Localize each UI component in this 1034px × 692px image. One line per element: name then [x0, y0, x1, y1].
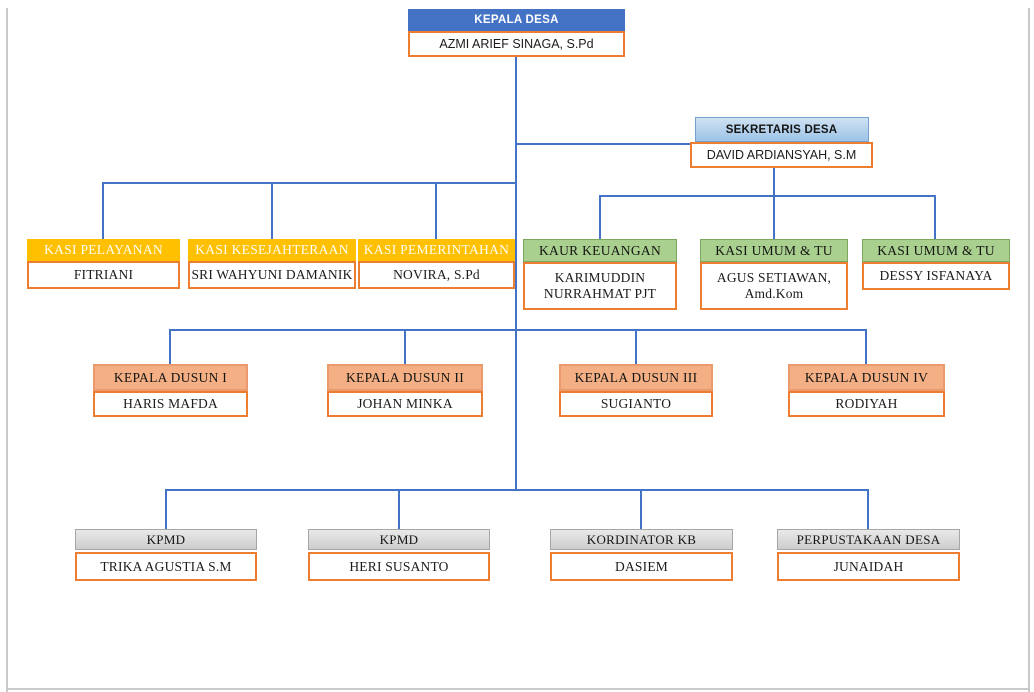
connector-drop	[867, 489, 869, 530]
connector-drop	[435, 182, 437, 240]
connector-drop	[404, 329, 406, 365]
node-name: DASIEM	[550, 552, 733, 581]
connector-drop	[169, 329, 171, 365]
node-title: KEPALA DUSUN I	[93, 364, 248, 391]
node-title: KASI PELAYANAN	[27, 239, 180, 261]
node-title: KASI UMUM & TU	[700, 239, 848, 262]
node-title: KASI KESEJAHTERAAN	[188, 239, 356, 261]
node-name: SRI WAHYUNI DAMANIK	[188, 261, 356, 289]
node-name: HARIS MAFDA	[93, 391, 248, 417]
org-node-kasi-kesejahteraan: KASI KESEJAHTERAAN SRI WAHYUNI DAMANIK	[188, 239, 356, 289]
org-node-kpmd-1: KPMD TRIKA AGUSTIA S.M	[75, 529, 257, 581]
node-title: KPMD	[308, 529, 490, 550]
page-edge-left	[6, 8, 8, 692]
connector-drop	[635, 329, 637, 365]
node-name: HERI SUSANTO	[308, 552, 490, 581]
node-name: NOVIRA, S.Pd	[358, 261, 515, 289]
node-name: DESSY ISFANAYA	[862, 262, 1010, 290]
connector-secretary-branch	[516, 143, 691, 145]
org-node-kpmd-2: KPMD HERI SUSANTO	[308, 529, 490, 581]
page-edge-bottom	[6, 688, 1030, 690]
node-title: KAUR KEUANGAN	[523, 239, 677, 262]
node-title: KASI PEMERINTAHAN	[358, 239, 515, 261]
node-title: PERPUSTAKAAN DESA	[777, 529, 960, 550]
org-node-kepala-dusun-1: KEPALA DUSUN I HARIS MAFDA	[93, 364, 248, 417]
connector-drop	[640, 489, 642, 530]
node-title: KEPALA DUSUN III	[559, 364, 713, 391]
connector-kaur-row	[599, 195, 936, 197]
node-name: AGUS SETIAWAN, Amd.Kom	[700, 262, 848, 310]
connector-dusun-row	[169, 329, 867, 331]
org-node-kepala-dusun-3: KEPALA DUSUN III SUGIANTO	[559, 364, 713, 417]
node-name: SUGIANTO	[559, 391, 713, 417]
node-name: AZMI ARIEF SINAGA, S.Pd	[408, 31, 625, 57]
connector-secretary-stem	[773, 168, 775, 240]
org-node-kasi-pelayanan: KASI PELAYANAN FITRIANI	[27, 239, 180, 289]
connector-main-stem	[515, 56, 517, 491]
node-title: KEPALA DESA	[408, 9, 625, 31]
node-title: KEPALA DUSUN II	[327, 364, 483, 391]
node-name: JOHAN MINKA	[327, 391, 483, 417]
node-title: KPMD	[75, 529, 257, 550]
page-edge-right	[1028, 8, 1030, 692]
node-name: DAVID ARDIANSYAH, S.M	[690, 142, 873, 168]
connector-drop	[865, 329, 867, 365]
org-node-kepala-dusun-2: KEPALA DUSUN II JOHAN MINKA	[327, 364, 483, 417]
connector-drop	[165, 489, 167, 530]
connector-drop	[271, 182, 273, 240]
org-node-kasi-umum-tu-1: KASI UMUM & TU AGUS SETIAWAN, Amd.Kom	[700, 239, 848, 310]
node-name: KARIMUDDIN NURRAHMAT PJT	[523, 262, 677, 310]
node-name: TRIKA AGUSTIA S.M	[75, 552, 257, 581]
org-node-kepala-dusun-4: KEPALA DUSUN IV RODIYAH	[788, 364, 945, 417]
org-node-kordinator-kb: KORDINATOR KB DASIEM	[550, 529, 733, 581]
connector-drop	[398, 489, 400, 530]
org-node-kaur-keuangan: KAUR KEUANGAN KARIMUDDIN NURRAHMAT PJT	[523, 239, 677, 310]
node-title: KASI UMUM & TU	[862, 239, 1010, 262]
node-title: KORDINATOR KB	[550, 529, 733, 550]
node-name: FITRIANI	[27, 261, 180, 289]
connector-drop	[102, 182, 104, 240]
org-node-kasi-umum-tu-2: KASI UMUM & TU DESSY ISFANAYA	[862, 239, 1010, 290]
node-name: JUNAIDAH	[777, 552, 960, 581]
node-title: SEKRETARIS DESA	[694, 117, 869, 142]
org-node-kepala-desa: KEPALA DESA AZMI ARIEF SINAGA, S.Pd	[408, 9, 625, 57]
org-node-kasi-pemerintahan: KASI PEMERINTAHAN NOVIRA, S.Pd	[358, 239, 515, 289]
node-name: RODIYAH	[788, 391, 945, 417]
org-node-perpustakaan-desa: PERPUSTAKAAN DESA JUNAIDAH	[777, 529, 960, 581]
org-node-sekretaris-desa: SEKRETARIS DESA DAVID ARDIANSYAH, S.M	[690, 117, 873, 168]
connector-bottom-row	[165, 489, 869, 491]
node-title: KEPALA DUSUN IV	[788, 364, 945, 391]
connector-drop	[934, 195, 936, 240]
connector-kasi-row	[102, 182, 517, 184]
connector-drop	[599, 195, 601, 240]
